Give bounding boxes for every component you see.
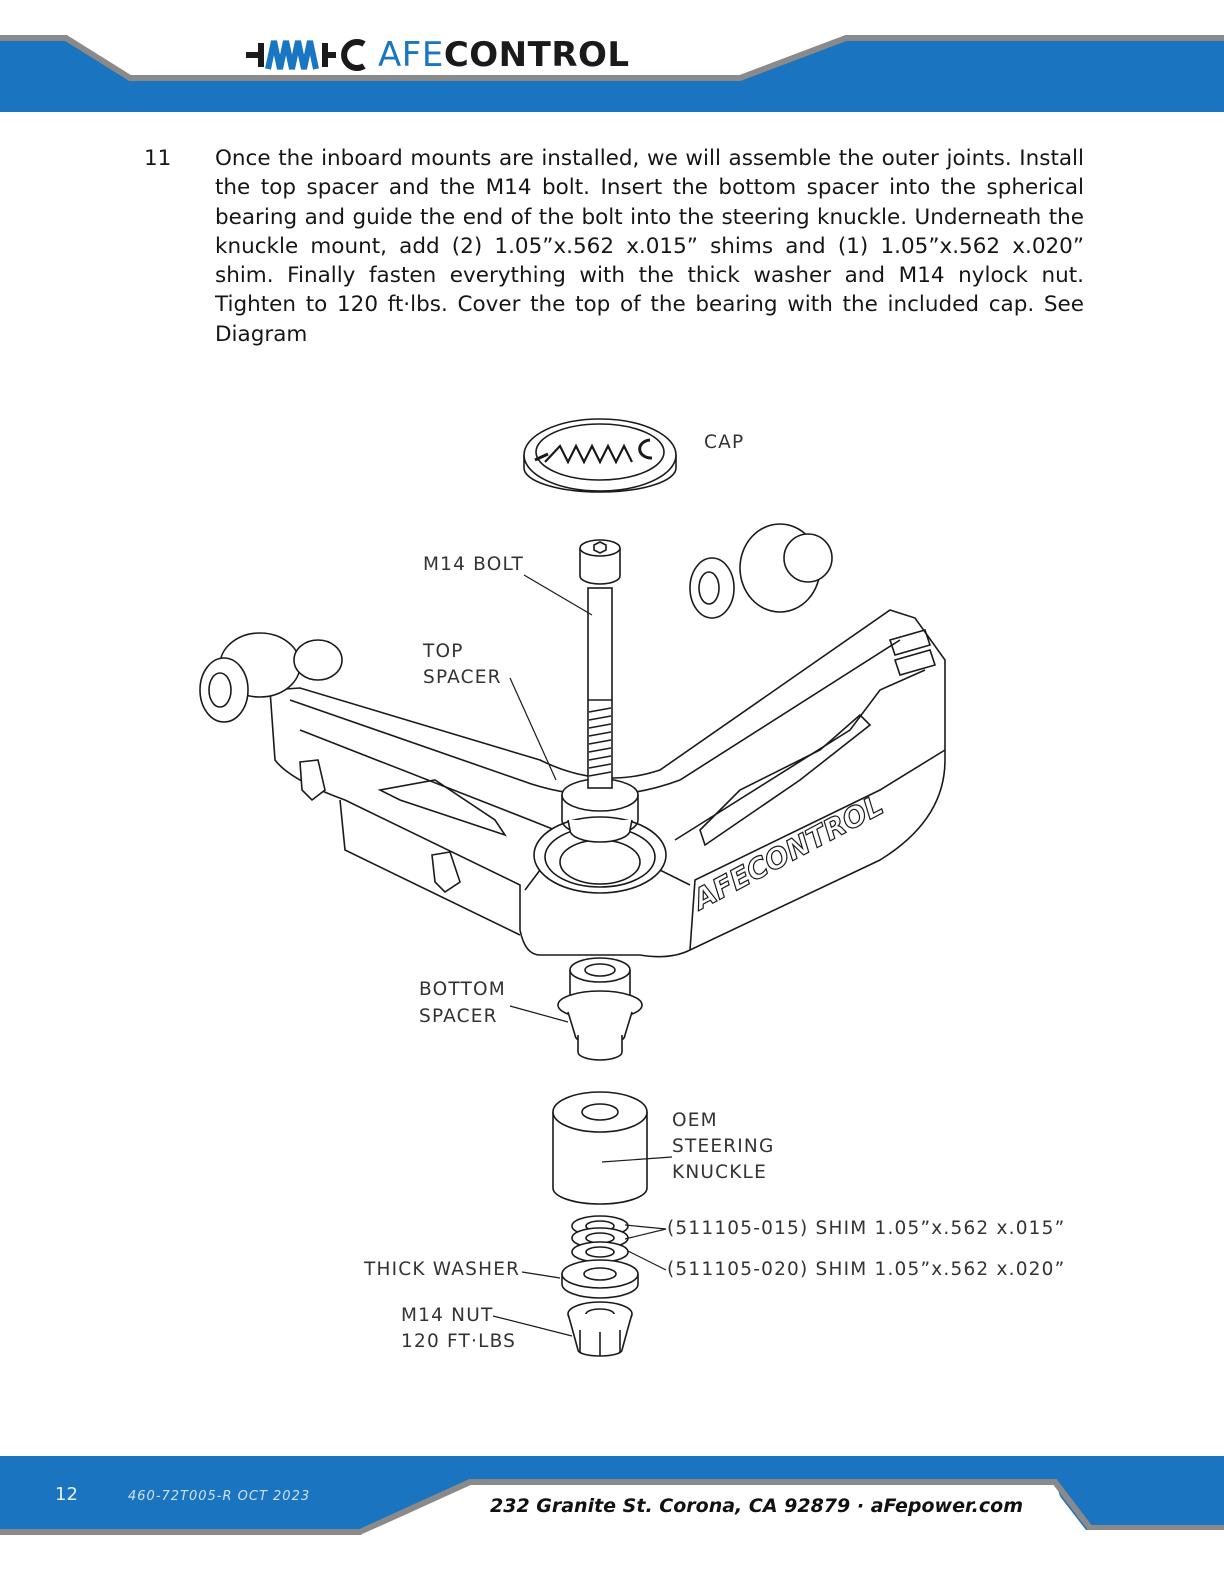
label-shim-015: (511105-015) SHIM 1.05”x.562 x.015” — [667, 1218, 1066, 1239]
label-knuckle-line2: STEERING — [672, 1136, 775, 1157]
top-spacer-part — [561, 778, 639, 843]
label-m14-nut-line2: 120 FT·LBS — [401, 1331, 517, 1352]
m14-bolt-part — [579, 539, 621, 789]
page-number: 12 — [55, 1484, 78, 1505]
label-bottom-spacer-line1: BOTTOM — [419, 979, 506, 1000]
brand-prefix: AFE — [378, 35, 444, 75]
control-arm-part: AFECONTROL — [199, 523, 946, 958]
label-shim-020: (511105-020) SHIM 1.05”x.562 x.020” — [667, 1259, 1066, 1280]
exploded-view-drawing: AFECONTROL — [199, 418, 946, 1357]
assembly-diagram: AFECONTROL — [0, 390, 1224, 1390]
m14-nut-part — [567, 1301, 633, 1357]
page-footer — [0, 1452, 1224, 1584]
label-m14-nut-line1: M14 NUT — [401, 1305, 494, 1326]
brand-logo: AFECONTROL — [246, 34, 630, 76]
label-thick-washer: THICK WASHER — [364, 1259, 521, 1280]
step-text: Once the inboard mounts are installed, w… — [215, 146, 1084, 347]
brand-wordmark: AFECONTROL — [378, 38, 630, 72]
label-bottom-spacer-line2: SPACER — [419, 1006, 498, 1027]
page-header: AFECONTROL — [0, 0, 1224, 120]
label-top-spacer-line1: TOP — [423, 641, 464, 662]
thick-washer-part — [561, 1259, 639, 1299]
steering-knuckle-part — [552, 1091, 648, 1205]
spring-logo-icon — [246, 39, 366, 71]
label-cap: CAP — [704, 432, 745, 453]
company-address: 232 Granite St. Corona, CA 92879 · aFepo… — [490, 1495, 1023, 1517]
document-code: 460-72T005-R OCT 2023 — [128, 1489, 311, 1504]
cap-part — [523, 418, 677, 493]
brand-suffix: CONTROL — [443, 35, 630, 75]
bottom-spacer-part — [557, 957, 643, 1061]
label-knuckle-line3: KNUCKLE — [672, 1162, 767, 1183]
label-m14-bolt: M14 BOLT — [423, 554, 524, 575]
shims-part — [571, 1215, 629, 1263]
footer-band — [0, 1456, 1224, 1584]
header-band — [0, 35, 1224, 112]
label-top-spacer-line2: SPACER — [423, 667, 502, 688]
step-number: 11 — [144, 146, 172, 171]
label-knuckle-line1: OEM — [672, 1110, 718, 1131]
leader-lines — [492, 574, 673, 1337]
